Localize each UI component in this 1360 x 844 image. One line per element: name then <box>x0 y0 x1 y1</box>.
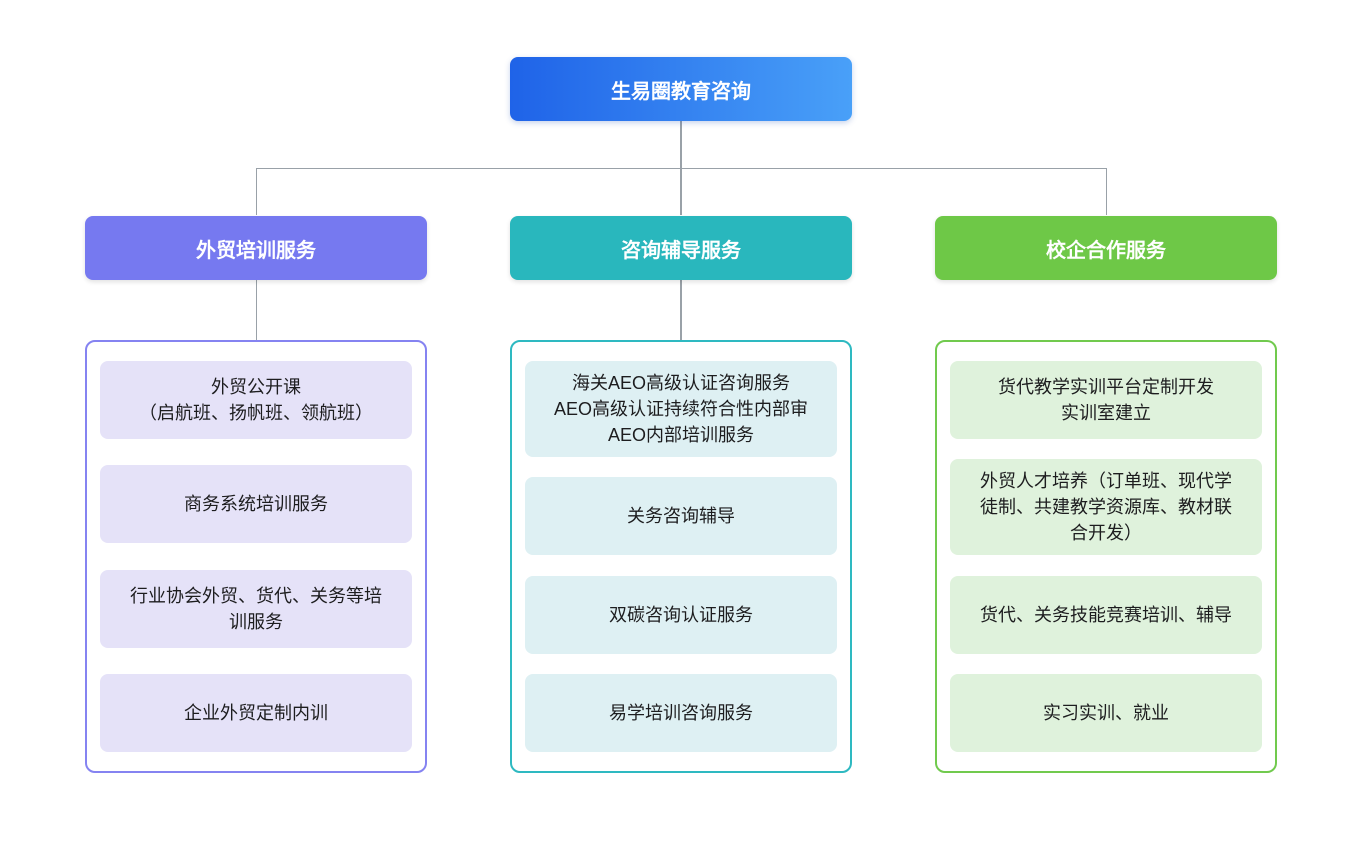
branch-box-foreign-trade-training: 外贸公开课 （启航班、扬帆班、领航班） 商务系统培训服务 行业协会外贸、货代、关… <box>85 340 427 773</box>
branch-box-school-enterprise: 货代教学实训平台定制开发 实训室建立 外贸人才培养（订单班、现代学徒制、共建教学… <box>935 340 1277 773</box>
leaf-node: 双碳咨询认证服务 <box>525 575 837 654</box>
leaf-node: 实习实训、就业 <box>950 673 1262 752</box>
branch-header-label: 校企合作服务 <box>1046 239 1166 262</box>
branch-header-label: 咨询辅导服务 <box>621 239 741 262</box>
leaf-node: 企业外贸定制内训 <box>100 673 412 752</box>
branch-box-consulting-coaching: 海关AEO高级认证咨询服务 AEO高级认证持续符合性内部审 AEO内部培训服务 … <box>510 340 852 773</box>
root-node-label: 生易圈教育咨询 <box>611 80 751 103</box>
leaf-node: 行业协会外贸、货代、关务等培训服务 <box>100 569 412 648</box>
connector-branch3-drop <box>1105 167 1107 215</box>
branch-header-label: 外贸培训服务 <box>196 239 316 262</box>
leaf-node: 关务咨询辅导 <box>525 477 837 556</box>
branch-header-foreign-trade-training: 外贸培训服务 <box>85 216 427 280</box>
branch-header-school-enterprise: 校企合作服务 <box>935 216 1277 280</box>
leaf-node: 易学培训咨询服务 <box>525 673 837 752</box>
leaf-node: 商务系统培训服务 <box>100 465 412 544</box>
branch-column-school-enterprise: 校企合作服务 货代教学实训平台定制开发 实训室建立 外贸人才培养（订单班、现代学… <box>935 0 1277 844</box>
connector-branch2-to-box <box>680 280 682 340</box>
leaf-node: 外贸人才培养（订单班、现代学徒制、共建教学资源库、教材联合开发） <box>950 459 1262 556</box>
root-node: 生易圈教育咨询 <box>510 57 852 121</box>
leaf-node: 海关AEO高级认证咨询服务 AEO高级认证持续符合性内部审 AEO内部培训服务 <box>525 361 837 457</box>
branch-column-foreign-trade-training: 外贸培训服务 外贸公开课 （启航班、扬帆班、领航班） 商务系统培训服务 行业协会… <box>85 0 427 844</box>
connector-branch1-to-box <box>255 280 257 340</box>
leaf-node: 货代教学实训平台定制开发 实训室建立 <box>950 361 1262 439</box>
branch-column-consulting-coaching: 咨询辅导服务 海关AEO高级认证咨询服务 AEO高级认证持续符合性内部审 AEO… <box>510 0 852 844</box>
connector-horizontal <box>255 167 1107 169</box>
leaf-node: 货代、关务技能竞赛培训、辅导 <box>950 575 1262 654</box>
connector-branch1-drop <box>255 167 257 215</box>
branch-header-consulting-coaching: 咨询辅导服务 <box>510 216 852 280</box>
leaf-node: 外贸公开课 （启航班、扬帆班、领航班） <box>100 361 412 439</box>
